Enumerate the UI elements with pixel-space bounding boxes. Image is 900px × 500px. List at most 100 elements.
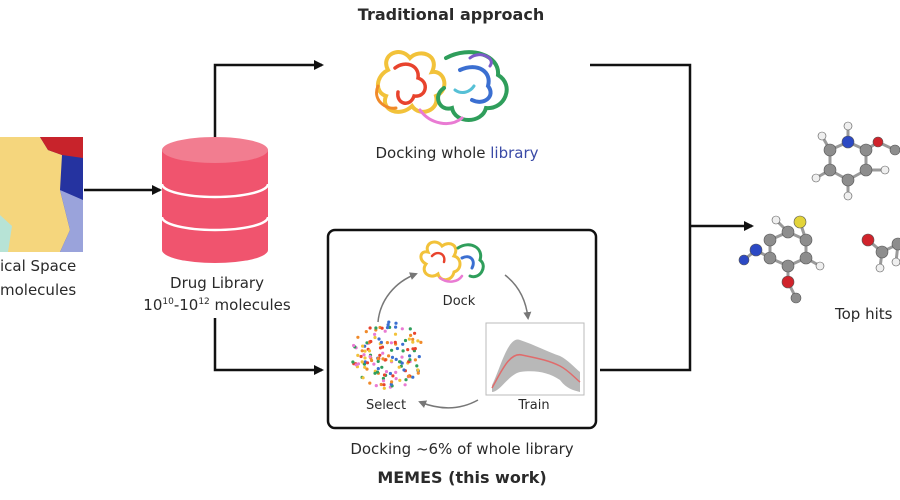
scatter-dot: [359, 354, 363, 359]
scatter-dot: [360, 349, 364, 353]
scatter-dot: [390, 348, 394, 352]
scatter-dot: [406, 374, 411, 378]
drug-library-cylinder: [160, 137, 270, 263]
scatter-dot: [361, 376, 365, 380]
scatter-dot: [413, 347, 417, 351]
scatter-dot: [403, 338, 408, 343]
scatter-dot: [373, 335, 377, 340]
scatter-dot: [395, 346, 399, 351]
scatter-dot: [394, 357, 398, 361]
scatter-dot: [393, 340, 397, 344]
drug-library-size: 1010-1012 molecules: [143, 296, 290, 314]
scatter-dot: [393, 332, 398, 336]
scatter-dot: [411, 337, 415, 341]
molecule-atom: [880, 165, 890, 175]
scatter-dot: [382, 373, 387, 377]
scatter-dot: [387, 320, 391, 324]
arrow-library-to-traditional: [213, 60, 324, 137]
molecule-atom: [793, 215, 807, 229]
chemical-space-label-line2: molecules: [0, 281, 77, 299]
molecule-atom: [861, 233, 875, 247]
dock-protein-image: [419, 240, 485, 283]
size-separator: -10: [173, 296, 199, 314]
scatter-dot: [374, 326, 378, 330]
protein-structure-image: [375, 50, 509, 126]
drug-library-label: Drug Library: [170, 274, 264, 292]
top-hits-molecules: [738, 121, 900, 304]
molecule-atom: [843, 191, 853, 201]
scatter-dot: [373, 371, 377, 375]
molecule-atom: [891, 237, 900, 251]
scatter-dot: [363, 356, 367, 360]
docking-whole-library-caption: Docking whole library: [375, 144, 538, 162]
molecule-atom: [875, 245, 889, 259]
scatter-dot: [403, 383, 407, 387]
scatter-dot: [408, 327, 412, 331]
scatter-dot: [400, 327, 404, 331]
scatter-dot: [376, 359, 380, 363]
top-hits-label: Top hits: [835, 305, 893, 323]
molecule-atom: [763, 233, 777, 247]
molecule-atom: [823, 163, 837, 177]
scatter-dot: [397, 365, 401, 369]
scatter-dot: [419, 340, 423, 344]
scatter-dot: [385, 341, 389, 345]
molecule-atom: [823, 143, 837, 157]
scatter-dot: [352, 343, 356, 348]
molecule-atom: [889, 144, 900, 156]
scatter-dot: [382, 386, 386, 390]
molecule-atom: [872, 136, 884, 148]
molecule-3: [861, 233, 900, 273]
cycle-arrow-select-to-dock: [377, 272, 418, 323]
scatter-dot: [381, 357, 385, 361]
molecule-atom: [859, 143, 873, 157]
scatter-dot: [354, 363, 358, 367]
molecule-atom: [749, 243, 763, 257]
scatter-dot: [404, 378, 408, 382]
size-suffix: molecules: [209, 296, 291, 314]
scatter-dot: [368, 355, 372, 359]
scatter-dot: [383, 329, 387, 333]
scatter-dot: [365, 367, 369, 371]
scatter-dot: [385, 326, 390, 330]
size-base: 10: [143, 296, 163, 314]
chemical-space-image: [0, 137, 83, 252]
scatter-dot: [417, 355, 421, 359]
scatter-dot: [381, 351, 385, 355]
molecule-atom: [781, 275, 795, 289]
scatter-dot: [367, 349, 372, 353]
scatter-dot: [377, 337, 381, 341]
scatter-dot: [394, 321, 398, 325]
scatter-dot: [390, 380, 394, 384]
scatter-dot: [416, 368, 420, 372]
scatter-dot: [356, 353, 360, 357]
molecule-atom: [843, 121, 853, 131]
memes-caption: Docking ~6% of whole library: [350, 440, 574, 458]
scatter-dot: [416, 339, 420, 343]
molecule-atom: [781, 225, 795, 239]
scatter-dot: [381, 379, 386, 383]
molecule-1: [811, 121, 900, 201]
memes-title: MEMES (this work): [377, 468, 547, 487]
molecule-atom: [841, 173, 855, 187]
scatter-dot: [363, 365, 367, 369]
scatter-dot: [360, 360, 364, 364]
scatter-dot: [413, 358, 417, 362]
scatter-dot: [390, 355, 395, 359]
molecule-atom: [841, 135, 855, 149]
molecule-atom: [859, 163, 873, 177]
scatter-dot: [375, 370, 380, 374]
scatter-dot: [401, 349, 405, 353]
scatter-dot: [376, 367, 380, 371]
molecule-atom: [738, 254, 750, 266]
scatter-dot: [384, 370, 389, 374]
scatter-dot: [369, 339, 373, 344]
molecule-atom: [763, 251, 777, 265]
scatter-dot: [391, 374, 395, 378]
scatter-dot: [380, 326, 384, 330]
scatter-dot: [382, 383, 386, 387]
scatter-dot: [387, 354, 391, 358]
scatter-dot: [378, 346, 383, 350]
arrow-library-to-memes: [213, 318, 324, 375]
